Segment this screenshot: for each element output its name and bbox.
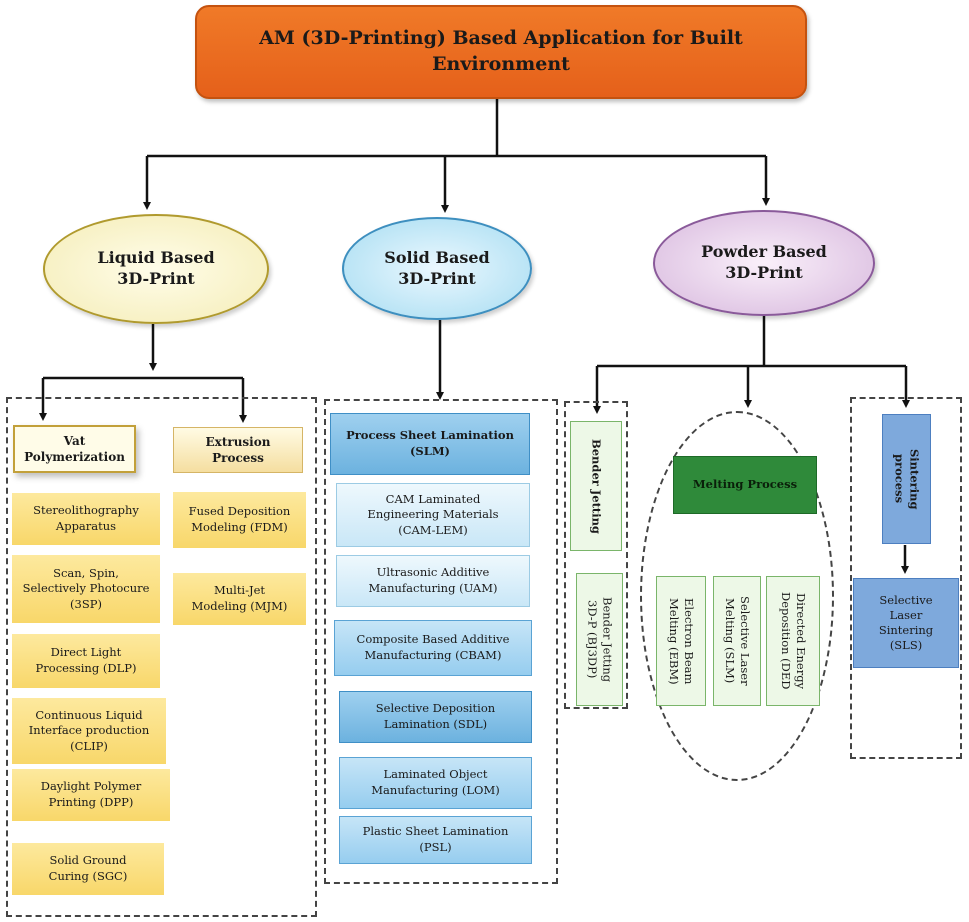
solid-item-label: Selective Deposition Lamination (SDL): [375, 701, 496, 731]
melting-item-label: Directed Energy Deposition (DED: [779, 592, 808, 690]
solid-item-box: Composite Based Additive Manufacturing (…: [334, 620, 532, 676]
melting-group-frame: [640, 411, 834, 781]
sls-label: Selective Laser Sintering (SLS): [878, 593, 934, 652]
solid-item-label: Plastic Sheet Lamination (PSL): [362, 824, 509, 854]
solid-item-box: CAM Laminated Engineering Materials (CAM…: [336, 483, 530, 547]
sintering-group-frame: [850, 397, 962, 759]
vat-item-label: Daylight Polymer Printing (DPP): [40, 779, 142, 809]
vat-item-box: Stereolithography Apparatus: [12, 493, 160, 545]
melting-item-box: Selective Laser Melting (SLM): [713, 576, 761, 706]
liquid-group-frame: [6, 397, 317, 917]
liquid-based-label: Liquid Based 3D-Print: [97, 248, 215, 288]
vat-item-box: Daylight Polymer Printing (DPP): [12, 769, 170, 821]
extrusion-item-box: Fused Deposition Modeling (FDM): [173, 492, 306, 548]
powder-based-node: Powder Based 3D-Print: [653, 210, 875, 316]
extrusion-item-label: Fused Deposition Modeling (FDM): [188, 504, 291, 534]
solid-item-label: Process Sheet Lamination (SLM): [346, 428, 514, 458]
sintering-process-box: Sintering process: [882, 414, 931, 544]
solid-item-box: Ultrasonic Additive Manufacturing (UAM): [336, 555, 530, 607]
vat-item-box: Scan, Spin, Selectively Photocure (3SP): [12, 555, 160, 623]
vat-item-label: Scan, Spin, Selectively Photocure (3SP): [22, 565, 150, 611]
extrusion-item-label: Multi-Jet Modeling (MJM): [191, 583, 288, 613]
liquid-based-node: Liquid Based 3D-Print: [43, 214, 269, 324]
extrusion-process-label: Extrusion Process: [205, 434, 271, 465]
melting-item-box: Directed Energy Deposition (DED: [766, 576, 820, 706]
vat-item-label: Solid Ground Curing (SGC): [48, 853, 128, 883]
solid-item-label: CAM Laminated Engineering Materials (CAM…: [367, 491, 499, 537]
solid-item-box: Laminated Object Manufacturing (LOM): [339, 757, 532, 809]
binder-jetting-heading-label: Bender Jetting: [589, 438, 604, 534]
vat-item-box: Continuous Liquid Interface production (…: [12, 698, 166, 764]
binder-jetting-heading-box: Bender Jetting: [570, 421, 622, 551]
vat-polymerization-label: Vat Polymerization: [24, 433, 125, 464]
extrusion-item-box: Multi-Jet Modeling (MJM): [173, 573, 306, 625]
solid-based-node: Solid Based 3D-Print: [342, 217, 532, 320]
melting-process-box: Melting Process: [673, 456, 817, 514]
solid-item-label: Ultrasonic Additive Manufacturing (UAM): [368, 565, 498, 595]
vat-item-box: Direct Light Processing (DLP): [12, 634, 160, 688]
binder-group-frame: [564, 401, 628, 709]
solid-based-label: Solid Based 3D-Print: [384, 247, 490, 288]
solid-group-frame: [324, 399, 558, 884]
sls-box: Selective Laser Sintering (SLS): [853, 578, 959, 668]
vat-item-box: Solid Ground Curing (SGC): [12, 843, 164, 895]
solid-item-label: Laminated Object Manufacturing (LOM): [371, 767, 500, 797]
melting-process-label: Melting Process: [692, 477, 798, 492]
solid-item-box: Plastic Sheet Lamination (PSL): [339, 816, 532, 864]
solid-item-label: Composite Based Additive Manufacturing (…: [356, 632, 510, 662]
root-title-box: AM (3D-Printing) Based Application for B…: [195, 5, 807, 99]
binder-jetting-item-label: Bender Jetting 3D-P (BJ3DP): [585, 596, 615, 683]
vat-item-label: Continuous Liquid Interface production (…: [28, 707, 150, 753]
sintering-process-label: Sintering process: [892, 448, 922, 510]
extrusion-process-box: Extrusion Process: [173, 427, 303, 473]
vat-item-label: Stereolithography Apparatus: [33, 503, 139, 533]
binder-jetting-item-box: Bender Jetting 3D-P (BJ3DP): [576, 573, 623, 706]
root-title: AM (3D-Printing) Based Application for B…: [259, 27, 743, 75]
vat-polymerization-box: Vat Polymerization: [13, 425, 136, 473]
solid-item-box: Process Sheet Lamination (SLM): [330, 413, 530, 475]
melting-item-box: Electron Beam Melting (EBM): [656, 576, 706, 706]
melting-item-label: Electron Beam Melting (EBM): [667, 597, 696, 685]
vat-item-label: Direct Light Processing (DLP): [35, 645, 137, 675]
solid-item-box: Selective Deposition Lamination (SDL): [339, 691, 532, 743]
melting-item-label: Selective Laser Melting (SLM): [723, 596, 752, 686]
powder-based-label: Powder Based 3D-Print: [701, 242, 827, 282]
